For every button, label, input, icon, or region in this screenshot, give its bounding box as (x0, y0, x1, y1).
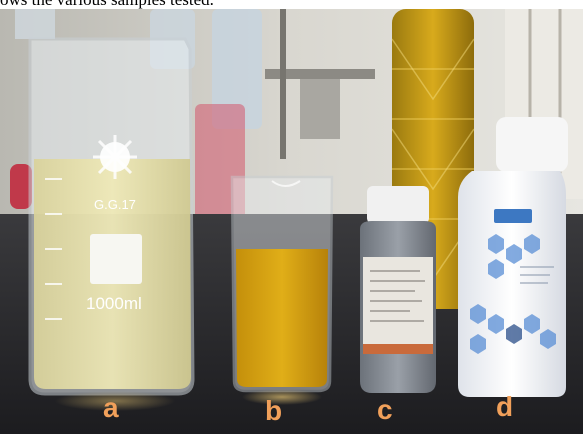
sample-c-label (363, 257, 433, 347)
figure-caption: ows the various samples tested. (0, 0, 214, 9)
sample-label-d: d (496, 391, 514, 422)
sample-label-b: b (265, 395, 283, 426)
sample-c-bottle (360, 186, 436, 393)
sample-label-c: c (377, 394, 393, 425)
background-shelf (265, 69, 375, 79)
background-red-object (10, 164, 32, 209)
lab-photo: G.G.17 1000ml (0, 9, 583, 434)
sample-c-cap (367, 186, 429, 224)
sample-label-a: a (103, 392, 119, 423)
beaker-brand-text: G.G.17 (94, 197, 136, 212)
sample-a-beaker: G.G.17 1000ml (28, 37, 195, 396)
caption-strip: ows the various samples tested. (0, 0, 583, 9)
sample-d-cap (496, 117, 568, 172)
sample-d-brand-logo (494, 209, 532, 223)
background-bottle (212, 9, 262, 129)
sample-b-beaker (230, 175, 334, 393)
sample-d-tub (458, 117, 568, 397)
beaker-label-patch (90, 234, 142, 284)
beaker-volume-text: 1000ml (86, 294, 142, 313)
sample-b-liquid (236, 249, 328, 387)
